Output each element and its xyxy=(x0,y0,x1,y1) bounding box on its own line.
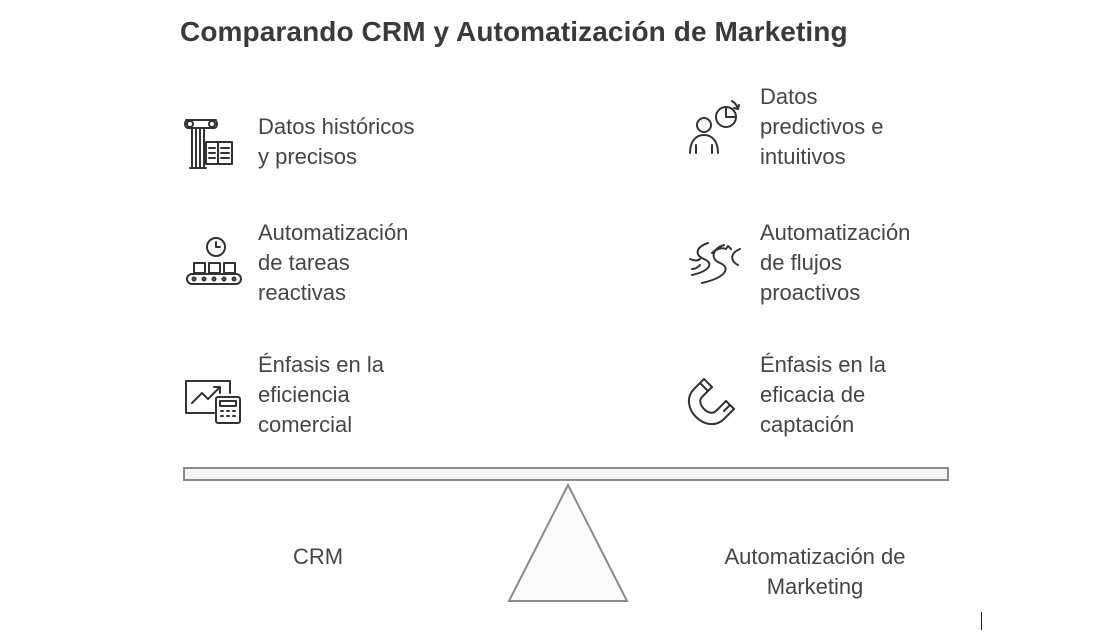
ma-feature-proactive-flows: Automatización de flujos proactivos xyxy=(682,218,960,308)
feature-label: Datos históricos y precisos xyxy=(258,114,415,169)
person-cycle-icon xyxy=(682,95,746,159)
balance-beam xyxy=(183,467,949,481)
feature-label: Automatización de flujos proactivos xyxy=(760,220,911,305)
marketing-automation-side-label: Automatización de Marketing xyxy=(724,544,906,599)
crm-side-label: CRM xyxy=(292,544,344,569)
flow-stream-icon xyxy=(682,231,746,295)
ma-feature-capture-effectiveness: Énfasis en la eficacia de captación xyxy=(682,350,960,440)
chart-calculator-icon xyxy=(180,363,244,427)
column-book-icon xyxy=(180,110,244,174)
feature-label: Énfasis en la eficacia de captación xyxy=(760,352,886,437)
clock-conveyor-icon xyxy=(180,231,244,295)
diagram-title: Comparando CRM y Automatización de Marke… xyxy=(180,16,848,47)
crm-feature-historical-data: Datos históricos y precisos xyxy=(180,110,458,174)
feature-label: Automatización de tareas reactivas xyxy=(258,220,409,305)
ma-feature-predictive-data: Datos predictivos e intuitivos xyxy=(682,82,960,172)
feature-label: Énfasis en la eficiencia comercial xyxy=(258,352,384,437)
text-cursor xyxy=(981,612,982,630)
fulcrum-triangle xyxy=(507,482,629,602)
magnet-icon xyxy=(682,363,746,427)
crm-feature-reactive-tasks: Automatización de tareas reactivas xyxy=(180,218,458,308)
crm-feature-commercial-efficiency: Énfasis en la eficiencia comercial xyxy=(180,350,458,440)
feature-label: Datos predictivos e intuitivos xyxy=(760,84,884,169)
